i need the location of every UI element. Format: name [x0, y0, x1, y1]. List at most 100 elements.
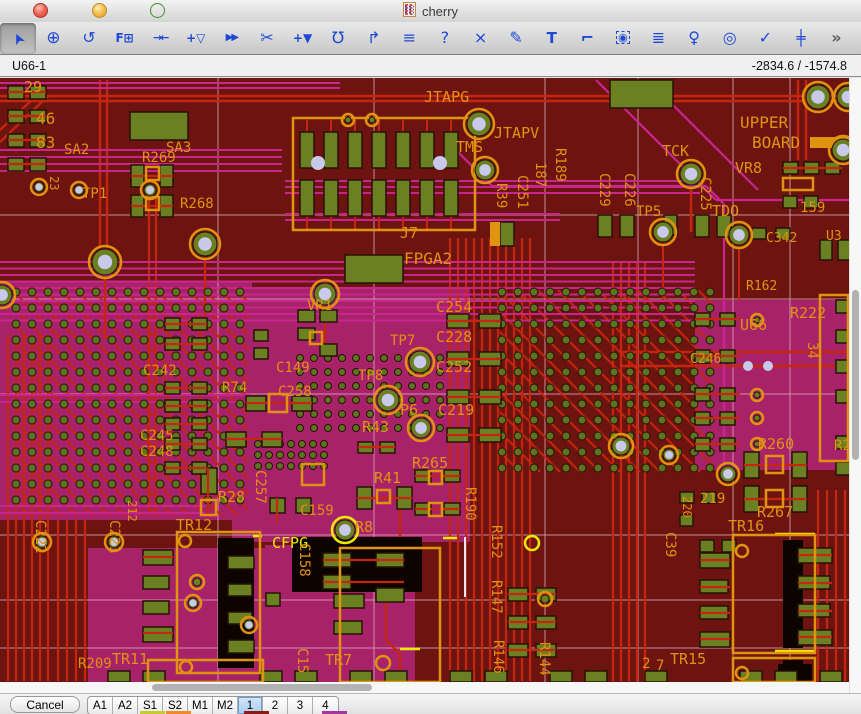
route-tool-button[interactable]: ↱	[356, 22, 392, 53]
layer-tab-S2[interactable]: S2	[163, 697, 188, 714]
more-tools-button[interactable]: »	[819, 22, 855, 53]
bga-pad	[43, 431, 53, 441]
text-tool-button[interactable]: T	[534, 22, 570, 53]
horizontal-scrollbar[interactable]	[0, 682, 849, 693]
bga-pad	[27, 287, 37, 297]
edit-tool-button[interactable]: ✎	[498, 22, 534, 53]
via-tool-button[interactable]: ◎	[712, 22, 748, 53]
add-via-tool-button[interactable]: +▽	[178, 22, 214, 53]
minimize-button[interactable]	[92, 3, 107, 18]
cut-tool-button[interactable]: ✂	[249, 22, 285, 53]
bga-pad	[338, 396, 346, 404]
layer-tab-3[interactable]: 3	[288, 697, 313, 714]
pcb-pad	[142, 600, 170, 615]
bga-pad	[641, 415, 651, 425]
bga-pad	[513, 367, 523, 377]
delete-tool-button[interactable]: ×	[463, 22, 499, 53]
layer-tab-2[interactable]: 2	[263, 697, 288, 714]
horizontal-scrollbar-thumb[interactable]	[152, 684, 372, 691]
help-tool-button[interactable]: ?	[427, 22, 463, 53]
bga-pad	[561, 351, 571, 361]
rotate-tool-button[interactable]: ↺	[71, 22, 107, 53]
zoom-window-button[interactable]	[150, 3, 165, 18]
test-point-tool-button[interactable]: ℧	[320, 22, 356, 53]
bga-pad	[187, 367, 197, 377]
pcb-label: R265	[412, 454, 448, 472]
bga-pad	[320, 440, 328, 448]
toolbar: ➤ ⊕↺F⊞→←+▽ ▶▶ ✂+▼℧↱≡?×✎T⌐◉≣♀◎✓╪»	[0, 22, 861, 55]
bga-pad	[155, 463, 165, 473]
layer-tab-A2[interactable]: A2	[113, 697, 138, 714]
bga-pad	[657, 415, 667, 425]
vertical-scrollbar-thumb[interactable]	[852, 290, 859, 460]
pcb-via	[648, 217, 678, 247]
component-outline	[199, 498, 218, 517]
bga-pad	[139, 479, 149, 489]
junction-tool-button[interactable]: ╪	[783, 22, 819, 53]
pcb-label: C15	[294, 648, 310, 673]
layer-tab-A1[interactable]: A1	[88, 697, 113, 714]
bga-pad	[235, 351, 245, 361]
bga-pad	[27, 495, 37, 505]
pcb-label: R39	[493, 183, 509, 208]
capture-pad-tool-button[interactable]: ◉	[605, 22, 641, 53]
part-browser-tool-button[interactable]: F⊞	[107, 22, 143, 53]
vertical-scrollbar[interactable]	[849, 78, 861, 693]
pcb-via	[103, 531, 125, 553]
pointer-tool-icon: ➤	[6, 28, 29, 49]
bga-pad	[577, 431, 587, 441]
bga-pad	[296, 354, 304, 362]
pcb-label: TP7	[390, 333, 415, 349]
arc-tool-button[interactable]: ⌐	[570, 22, 606, 53]
bga-pad	[296, 424, 304, 432]
bga-pad	[529, 319, 539, 329]
bga-pad	[298, 440, 306, 448]
bga-pad	[609, 399, 619, 409]
component-outline	[427, 469, 444, 486]
bga-pad	[561, 399, 571, 409]
pcb-via	[675, 158, 707, 190]
cancel-button[interactable]: Cancel	[10, 696, 80, 713]
bga-pad	[593, 463, 603, 473]
align-tool-button[interactable]: ▶▶	[214, 22, 250, 53]
bga-pad	[187, 303, 197, 313]
snap-tool-button[interactable]: →←	[142, 22, 178, 53]
bga-pad	[107, 351, 117, 361]
layers-tool-button[interactable]: ≡	[392, 22, 428, 53]
pcb-marker-ring	[177, 533, 193, 549]
bga-pad	[394, 354, 402, 362]
pin-tool-button[interactable]: ♀	[676, 22, 712, 53]
bga-pad	[561, 335, 571, 345]
pcb-label: BOARD	[752, 133, 800, 152]
pcb-pad	[265, 592, 281, 607]
close-button[interactable]	[33, 3, 48, 18]
zoom-tool-button[interactable]: ⊕	[36, 22, 72, 53]
bga-pad	[219, 335, 229, 345]
bga-pad	[320, 451, 328, 459]
bga-pad	[91, 447, 101, 457]
bga-pad	[139, 367, 149, 377]
bga-pad	[75, 319, 85, 329]
bga-pad	[352, 396, 360, 404]
bga-pad	[545, 303, 555, 313]
component-outline	[375, 488, 392, 505]
bga-pad	[513, 399, 523, 409]
check-tool-button[interactable]: ✓	[747, 22, 783, 53]
layer-tab-M1[interactable]: M1	[188, 697, 213, 714]
bga-pad	[577, 287, 587, 297]
pointer-tool-button[interactable]: ➤	[0, 23, 36, 54]
align-tool-icon: ▶▶	[225, 32, 239, 43]
bga-pad	[155, 415, 165, 425]
pcb-label: C226	[621, 173, 637, 207]
bga-pad	[609, 335, 619, 345]
drop-via-tool-button[interactable]: +▼	[285, 22, 321, 53]
layer-tab-4[interactable]: 4	[322, 699, 329, 712]
layer-tab-M2[interactable]: M2	[213, 697, 238, 714]
bga-pad	[59, 383, 69, 393]
pad-stack-tool-button[interactable]: ≣	[641, 22, 677, 53]
bga-pad	[705, 367, 715, 377]
layer-tab-1[interactable]: 1	[238, 697, 263, 714]
layer-tab-S1[interactable]: S1	[138, 697, 163, 714]
